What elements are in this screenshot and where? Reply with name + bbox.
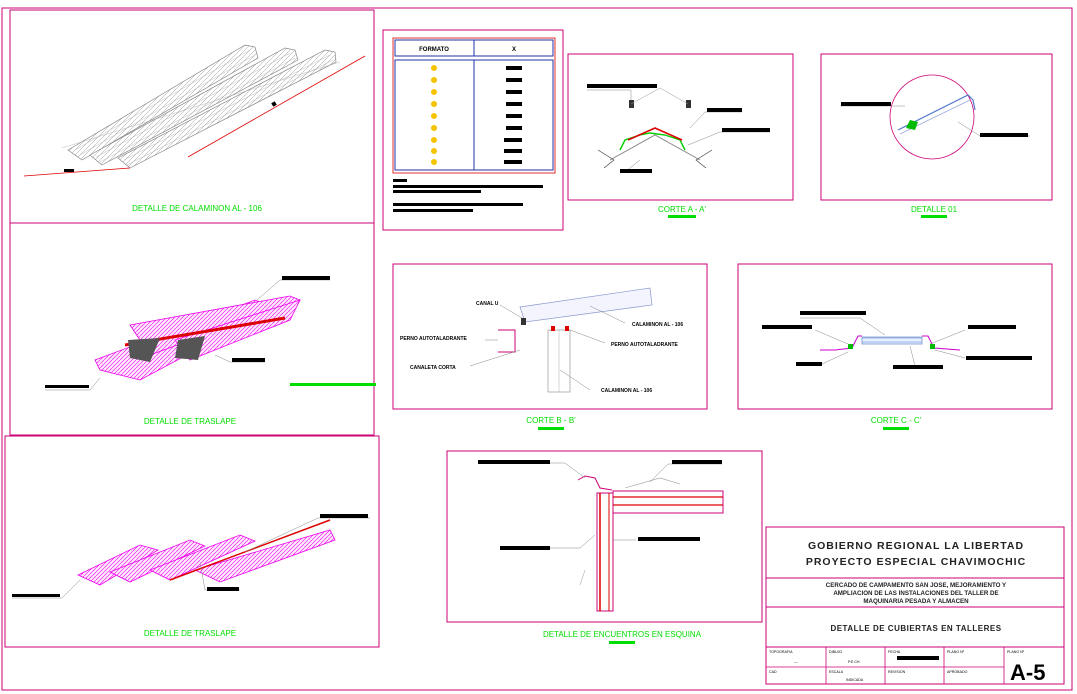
cell-plano-no-label: PLANO Nº (1007, 650, 1025, 654)
project-line-1: CERCADO DE CAMPAMENTO SAN JOSE, MEJORAMI… (826, 582, 1007, 589)
label-calaminon-bottom: CALAMINON AL - 106 (601, 388, 652, 394)
format-header-left: FORMATO (419, 47, 449, 53)
caption-corte-b: CORTE B - B' (526, 416, 576, 425)
cell-escala-value: INDICADA (846, 678, 864, 682)
panel-encuentros: DETALLE DE ENCUENTROS EN ESQUINA (446, 450, 763, 644)
project-line-3: MAQUINARIA PESADA Y ALMACEN (863, 598, 969, 605)
cell-escala-label: ESCALA (829, 670, 844, 674)
caption-calaminon: DETALLE DE CALAMINON AL - 106 (132, 204, 262, 213)
label-canaleta: CANALETA CORTA (410, 365, 456, 371)
sheet-border (1, 7, 1073, 691)
title-line-2: PROYECTO ESPECIAL CHAVIMOCHIC (806, 556, 1026, 568)
panel-traslape-1: DETALLE DE TRASLAPE (9, 222, 376, 436)
caption-traslape-1: DETALLE DE TRASLAPE (144, 417, 236, 426)
label-calaminon-top: CALAMINON AL - 106 (632, 322, 683, 328)
label-perno-right: PERNO AUTOTALADRANTE (611, 342, 679, 348)
sheet-title: DETALLE DE CUBIERTAS EN TALLERES (830, 624, 1001, 633)
cell-cad-label: CAD (769, 670, 777, 674)
caption-traslape-2: DETALLE DE TRASLAPE (144, 629, 236, 638)
panel-detalle-01: DETALLE 01 (820, 53, 1053, 218)
caption-corte-a: CORTE A - A' (658, 205, 707, 214)
cell-topografia-label: TOPOGRAFIA (769, 650, 793, 654)
cell-dibujo-label: DIBUJO (829, 650, 842, 654)
cell-revision-label: REVISION (888, 670, 906, 674)
caption-encuentros: DETALLE DE ENCUENTROS EN ESQUINA (543, 630, 702, 639)
panel-corte-a: CORTE A - A' (567, 53, 794, 218)
panel-calaminon: DETALLE DE CALAMINON AL - 106 (9, 9, 375, 224)
caption-detalle-01: DETALLE 01 (911, 205, 958, 214)
label-perno-left: PERNO AUTOTALADRANTE (400, 336, 468, 342)
panel-format-table: FORMATO X (382, 29, 564, 231)
caption-corte-c: CORTE C - C' (871, 416, 922, 425)
cell-dibujo-value: P.E.CH. (848, 660, 861, 664)
panel-corte-b: CANAL U PERNO AUTOTALADRANTE CANALETA CO… (392, 263, 708, 430)
title-line-1: GOBIERNO REGIONAL LA LIBERTAD (808, 540, 1024, 552)
panel-corte-c: CORTE C - C' (737, 263, 1053, 430)
cell-fecha-label: FECHA (888, 650, 901, 654)
project-line-2: AMPLIACION DE LAS INSTALACIONES DEL TALL… (833, 590, 998, 597)
cell-plano-label: PLANO Nº (947, 650, 965, 654)
panel-traslape-2: DETALLE DE TRASLAPE (4, 435, 380, 648)
label-canal-u: CANAL U (476, 301, 499, 307)
cell-aprobado-label: APROBADO (947, 670, 968, 674)
cell-topografia-value: — (794, 660, 798, 664)
title-block: GOBIERNO REGIONAL LA LIBERTAD PROYECTO E… (765, 526, 1065, 685)
format-header-right: X (512, 47, 516, 53)
sheet-number: A-5 (1010, 660, 1045, 685)
